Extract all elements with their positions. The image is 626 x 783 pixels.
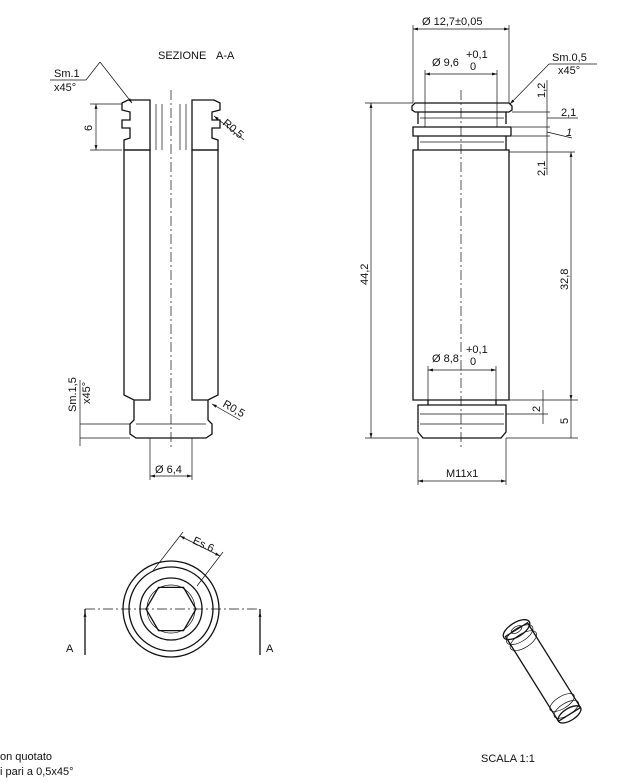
groove-diameter: Ø 9,6 bbox=[432, 57, 459, 69]
dim-neck: 2 bbox=[531, 406, 543, 412]
hex-size: Es.6 bbox=[191, 535, 216, 555]
section-label-right: A bbox=[266, 643, 274, 655]
note-line-1: on quotato bbox=[0, 751, 52, 763]
groove-tol-lower: 0 bbox=[470, 61, 476, 73]
total-length: 44,2 bbox=[359, 264, 371, 285]
groove-tol-upper: +0,1 bbox=[466, 49, 488, 61]
top-view: A A Es.6 bbox=[66, 531, 274, 658]
chamfer-bottom: Sm.1,5 bbox=[67, 377, 79, 412]
body-length: 32,8 bbox=[559, 269, 571, 290]
note-line-2: i pari a 0,5x45° bbox=[0, 766, 74, 778]
dim-flange: 1,2 bbox=[536, 83, 548, 98]
dim-thread-len: 5 bbox=[559, 418, 571, 424]
side-view: Ø 12,7±0,05 Ø 9,6 +0,1 0 Sm.0,5 x45° 1,2… bbox=[359, 16, 597, 485]
section-label-left: A bbox=[66, 643, 74, 655]
section-title-prefix: SEZIONE bbox=[158, 50, 206, 62]
section-view: SEZIONE A-A Sm.1 x45° 6 R0,5 Sm.1,5 x45°… bbox=[50, 50, 247, 480]
dim-ring: 1 bbox=[566, 127, 572, 139]
chamfer-top: Sm.1 bbox=[54, 68, 80, 80]
chamfer-top-angle: x45° bbox=[54, 82, 76, 94]
outer-diameter: Ø 12,7±0,05 bbox=[422, 16, 482, 28]
neck-tol-lower: 0 bbox=[470, 356, 476, 368]
neck-tol-upper: +0,1 bbox=[466, 344, 488, 356]
isometric-view bbox=[502, 619, 582, 724]
radius-bottom: R0,5 bbox=[221, 398, 247, 420]
neck-diameter: Ø 8,8 bbox=[432, 353, 459, 365]
scale-label: SCALA 1:1 bbox=[481, 753, 535, 765]
chamfer-bottom-angle: x45° bbox=[81, 382, 93, 404]
dim-groove: 2,1 bbox=[561, 107, 576, 119]
thread-spec: M11x1 bbox=[446, 468, 478, 480]
side-chamfer: Sm.0,5 bbox=[552, 52, 587, 64]
dim-groove2: 2,1 bbox=[536, 161, 548, 176]
section-title-letters: A-A bbox=[216, 50, 235, 62]
radius-top: R0,5 bbox=[220, 117, 246, 141]
bore-diameter: Ø 6,4 bbox=[155, 464, 182, 476]
side-chamfer-angle: x45° bbox=[558, 65, 580, 77]
groove-height: 6 bbox=[83, 125, 95, 131]
